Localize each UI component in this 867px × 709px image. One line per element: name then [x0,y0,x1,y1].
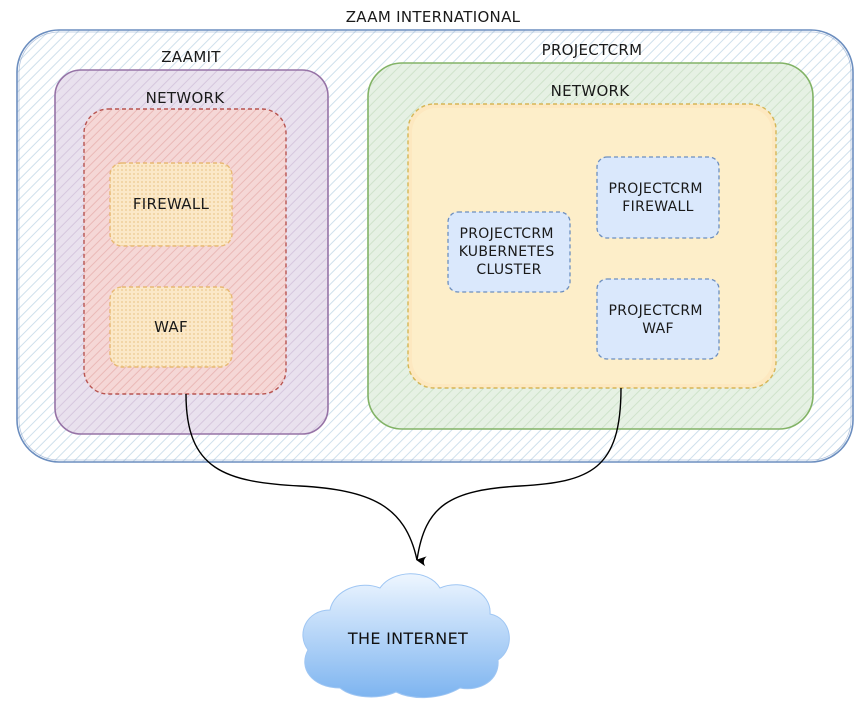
connector-edges [185,387,622,567]
internet-label: THE INTERNET [347,629,468,648]
crm-waf-line-1: PROJECTCRM [608,303,702,319]
projectcrm-waf-box: PROJECTCRM WAF [596,278,720,360]
zaamit-waf-box: WAF [109,286,233,368]
projectcrm-title: PROJECTCRM [542,41,643,59]
crm-firewall-line-1: PROJECTCRM [608,181,702,197]
projectcrm-firewall-box: PROJECTCRM FIREWALL [596,156,720,239]
organization-title: ZAAM INTERNATIONAL [346,8,521,26]
projectcrm-kubernetes-box: PROJECTCRM KUBERNETES CLUSTER [447,211,571,293]
crm-waf-line-2: WAF [642,321,674,337]
projectcrm-waf-label: PROJECTCRM WAF [608,303,707,337]
projectcrm-to-internet-edge [416,387,622,567]
kubernetes-line-1: PROJECTCRM [459,226,553,242]
kubernetes-line-2: KUBERNETES [459,244,555,260]
zaamit-firewall-label: FIREWALL [133,195,210,213]
zaamit-title: ZAAMIT [161,48,221,66]
projectcrm-firewall-label: PROJECTCRM FIREWALL [608,181,707,215]
kubernetes-line-3: CLUSTER [476,262,541,278]
cloud-icon [302,573,510,699]
zaamit-container: ZAAMIT NETWORK FIREWALL WAF [54,48,329,435]
internet-cloud: THE INTERNET [302,573,510,699]
zaamit-waf-label: WAF [154,318,188,336]
projectcrm-kubernetes-label: PROJECTCRM KUBERNETES CLUSTER [459,226,560,278]
zaamit-firewall-box: FIREWALL [109,162,233,247]
zaamit-to-internet-edge [185,393,418,561]
crm-firewall-line-2: FIREWALL [622,199,693,215]
projectcrm-network-title: NETWORK [551,82,631,100]
zaamit-network-title: NETWORK [146,89,226,107]
projectcrm-container: PROJECTCRM NETWORK PROJECTCRM KUBERNETES… [367,41,814,430]
